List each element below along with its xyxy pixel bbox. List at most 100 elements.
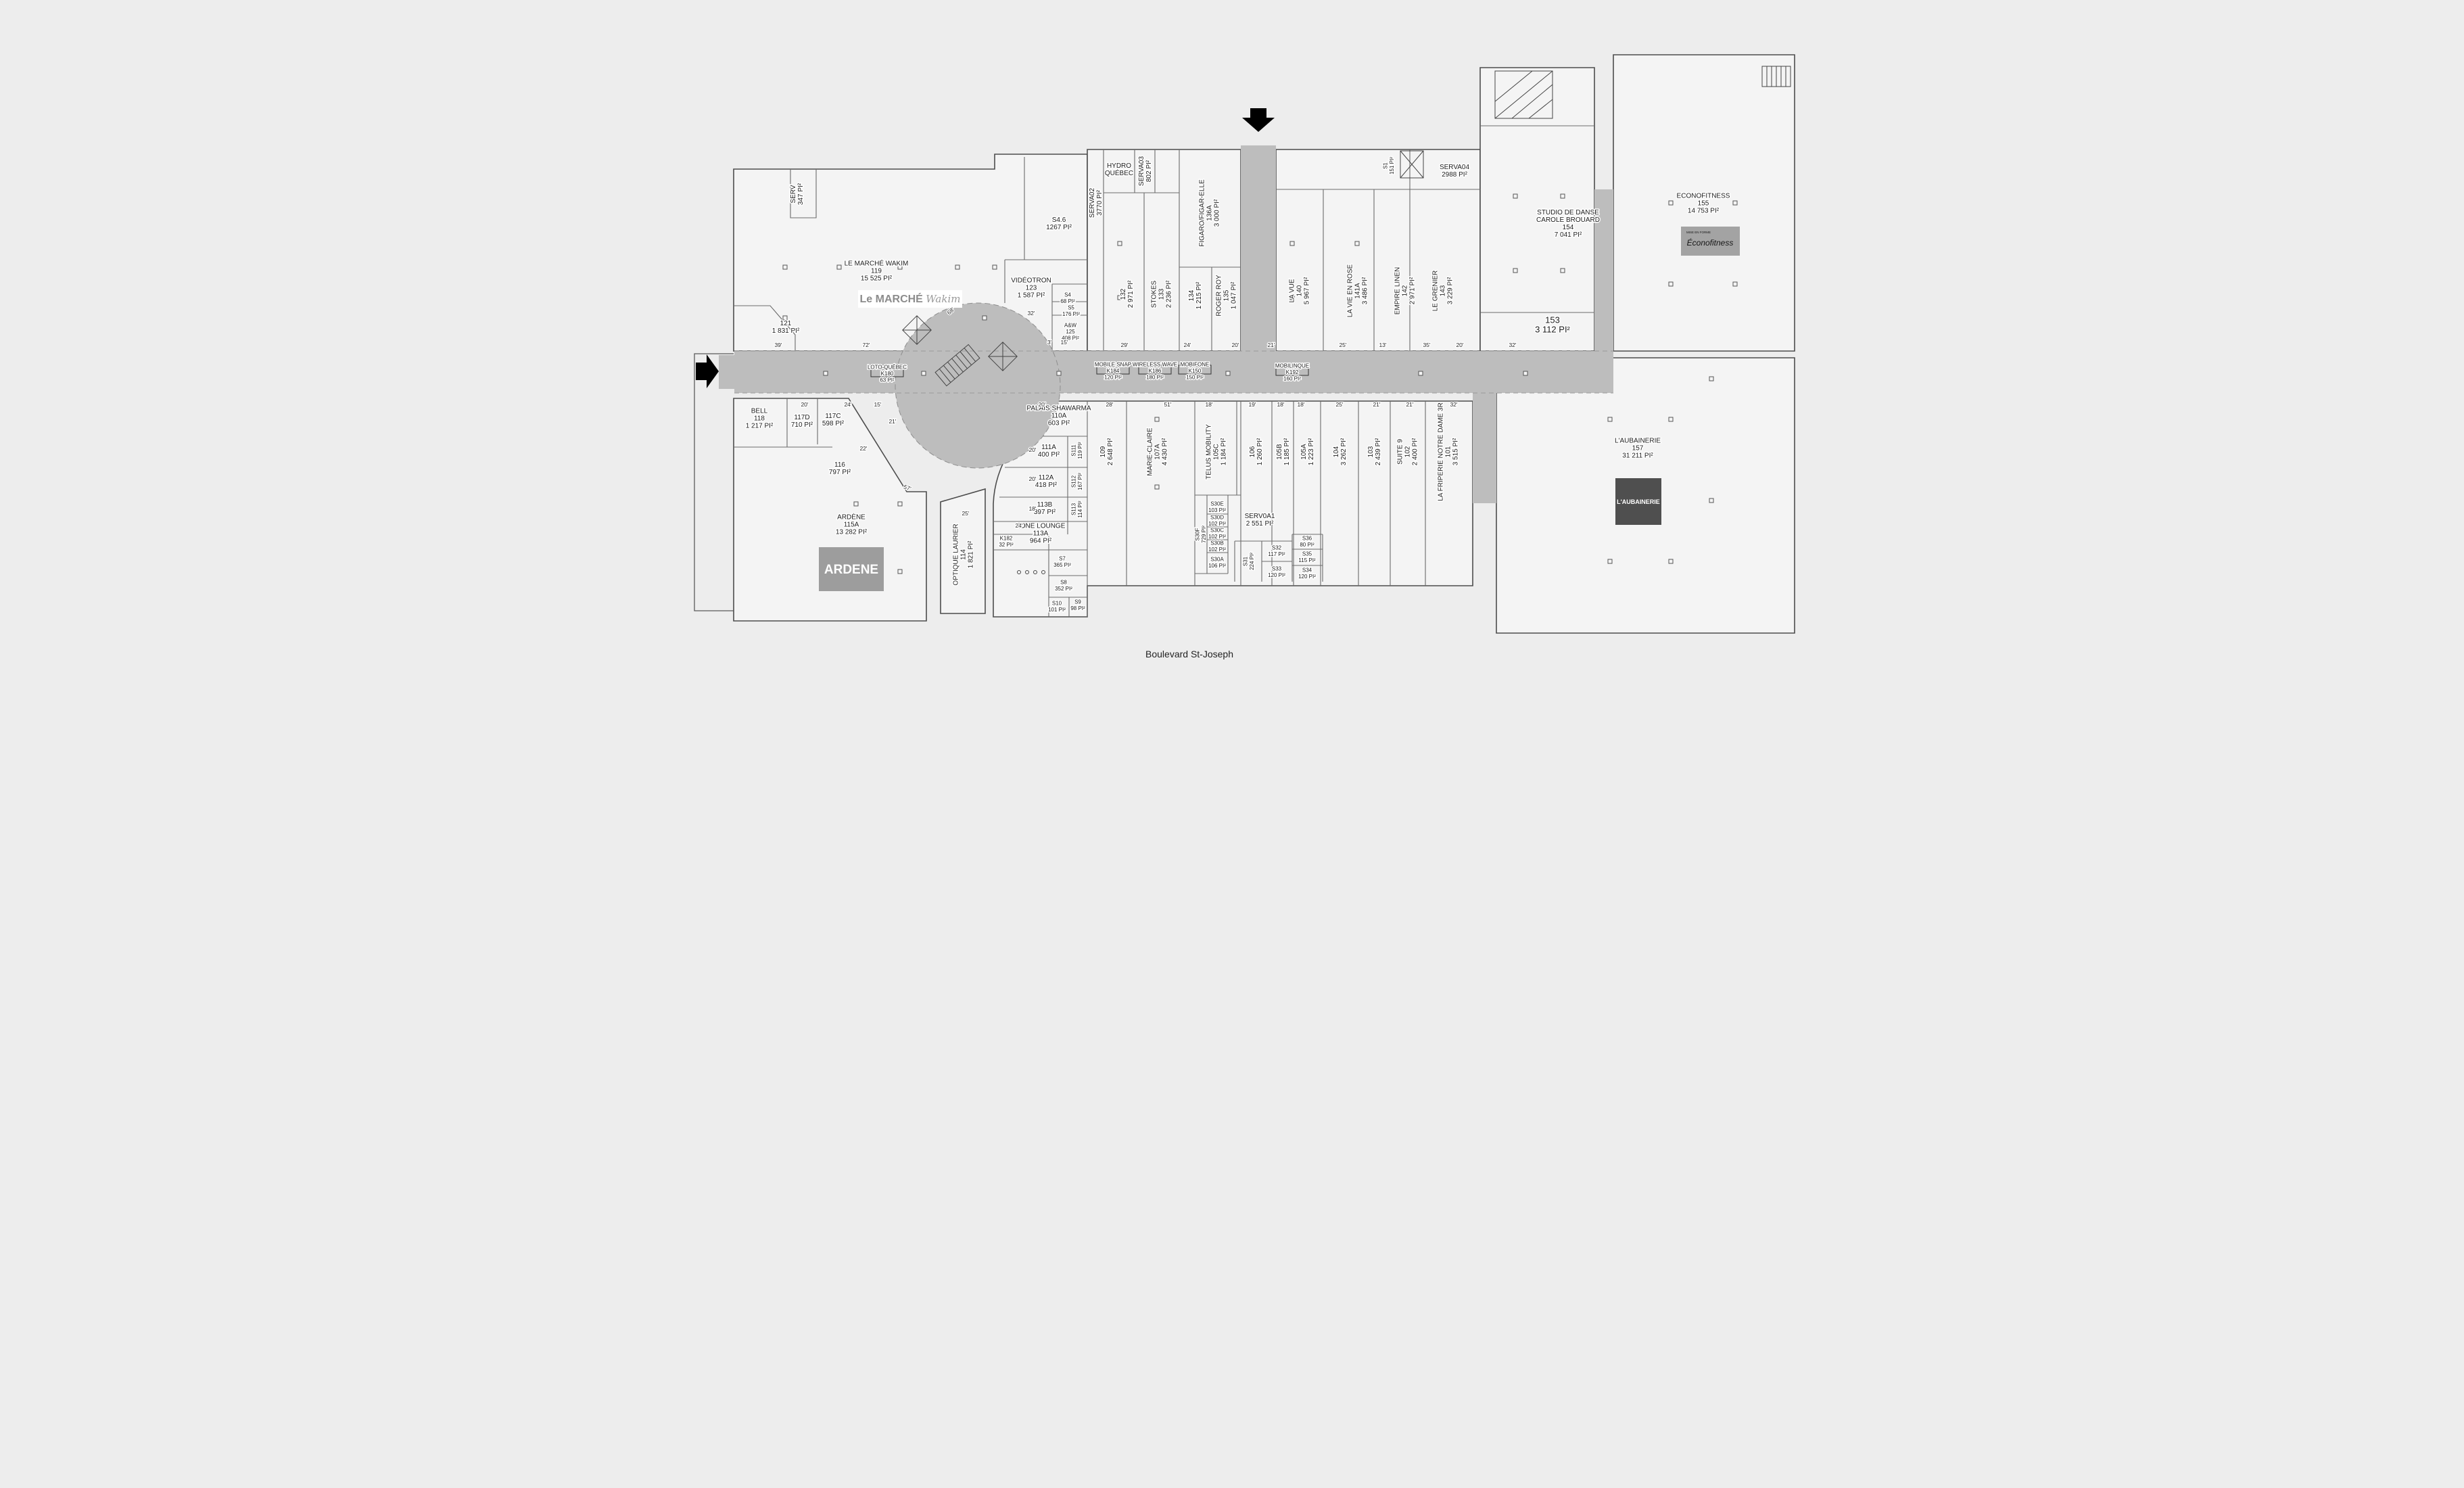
unit-s113: S113114 PI² bbox=[1070, 500, 1085, 519]
dimension-label: 21' bbox=[1373, 401, 1380, 408]
dimension-label: 20' bbox=[1028, 475, 1036, 482]
column-marker bbox=[782, 264, 788, 270]
dimension-label: 32' bbox=[1027, 310, 1035, 317]
column-marker bbox=[1709, 498, 1714, 503]
rotunda-lease-line bbox=[895, 302, 1061, 469]
marche-wakim-logo-bg bbox=[858, 290, 962, 308]
column-marker bbox=[897, 264, 903, 270]
unit-label-marie-claire: MARIE-CLAIRE107A4 430 PI² bbox=[1147, 427, 1169, 475]
unit-label-105b: 105B1 185 PI² bbox=[1276, 438, 1291, 465]
econofitness-logo-text: Éconofitness bbox=[1687, 237, 1734, 248]
kiosk-box-wireless-wave bbox=[1138, 365, 1172, 375]
unit-la-vue: LA VUE1405 967 PI² bbox=[1287, 276, 1312, 306]
column-marker bbox=[1354, 241, 1360, 246]
unit-s30f: S30F729 PI² bbox=[1193, 524, 1208, 544]
unit-suite-9: SUITE 91022 400 PI² bbox=[1396, 437, 1420, 467]
column-marker bbox=[1732, 281, 1738, 287]
dimension-label: 18' bbox=[1297, 401, 1304, 408]
column-marker bbox=[1668, 559, 1674, 564]
column-marker bbox=[782, 315, 788, 321]
block-optique bbox=[940, 488, 986, 614]
unit-label-132: 1322 971 PI² bbox=[1120, 280, 1135, 308]
kiosk-box-mobilinque bbox=[1275, 366, 1309, 376]
column-marker bbox=[853, 501, 859, 507]
dimension-label: 51' bbox=[1164, 401, 1171, 408]
unit-label-la-friperie-notre-dame-3r: LA FRIPERIE NOTRE DAME 3R1013 515 PI² bbox=[1438, 402, 1460, 501]
column-marker bbox=[1523, 371, 1528, 376]
column-marker bbox=[1513, 193, 1518, 199]
unit-label-s30f: S30F729 PI² bbox=[1194, 526, 1207, 543]
unit-label-le-grenier: LE GRENIER1433 229 PI² bbox=[1432, 271, 1454, 312]
unit-label-serv-119: SERV347 PI² bbox=[790, 183, 805, 205]
block-lavue-grenier bbox=[1275, 149, 1481, 352]
column-marker bbox=[921, 371, 926, 376]
column-marker bbox=[982, 315, 987, 321]
dimension-label: 28' bbox=[1106, 401, 1113, 408]
column-marker bbox=[836, 264, 842, 270]
column-marker bbox=[823, 371, 828, 376]
dimension-label: 19' bbox=[1248, 401, 1256, 408]
unit-la-vie-en-rose: LA VIE EN ROSE141A3 486 PI² bbox=[1346, 263, 1370, 319]
dimension-label: 57' bbox=[903, 484, 912, 492]
laubainerie-logo-text: L'AUBAINERIE bbox=[1617, 498, 1660, 505]
econofitness-logo-subtext: MISE EN FORME bbox=[1686, 231, 1711, 234]
stairs-icon-west bbox=[902, 315, 932, 345]
column-marker bbox=[897, 569, 903, 574]
ardene-logo-bg bbox=[819, 547, 884, 591]
dimension-label: 25' bbox=[962, 510, 969, 517]
column-marker bbox=[1117, 241, 1122, 246]
dimension-label: 15' bbox=[874, 401, 881, 408]
unit-label-109: 1092 648 PI² bbox=[1099, 438, 1114, 465]
stairs-icon-center bbox=[988, 342, 1018, 371]
unit-label-stokes: STOKES1332 236 PI² bbox=[1151, 280, 1173, 308]
unit-s1: S1151 PI² bbox=[1381, 156, 1396, 175]
unit-103: 1032 439 PI² bbox=[1367, 437, 1383, 467]
unit-label-serva03: SERVA03802 PI² bbox=[1138, 156, 1153, 187]
north-entrance-corridor bbox=[1241, 145, 1276, 355]
street-label: Boulevard St-Joseph bbox=[1145, 649, 1233, 659]
column-marker bbox=[1154, 417, 1160, 422]
dimension-label: 39' bbox=[774, 342, 782, 348]
dimension-label: 32' bbox=[1450, 401, 1457, 408]
dimension-label: 25' bbox=[1339, 342, 1346, 348]
unit-empire-linen: EMPIRE LINEN1422 971 PI² bbox=[1393, 266, 1417, 316]
